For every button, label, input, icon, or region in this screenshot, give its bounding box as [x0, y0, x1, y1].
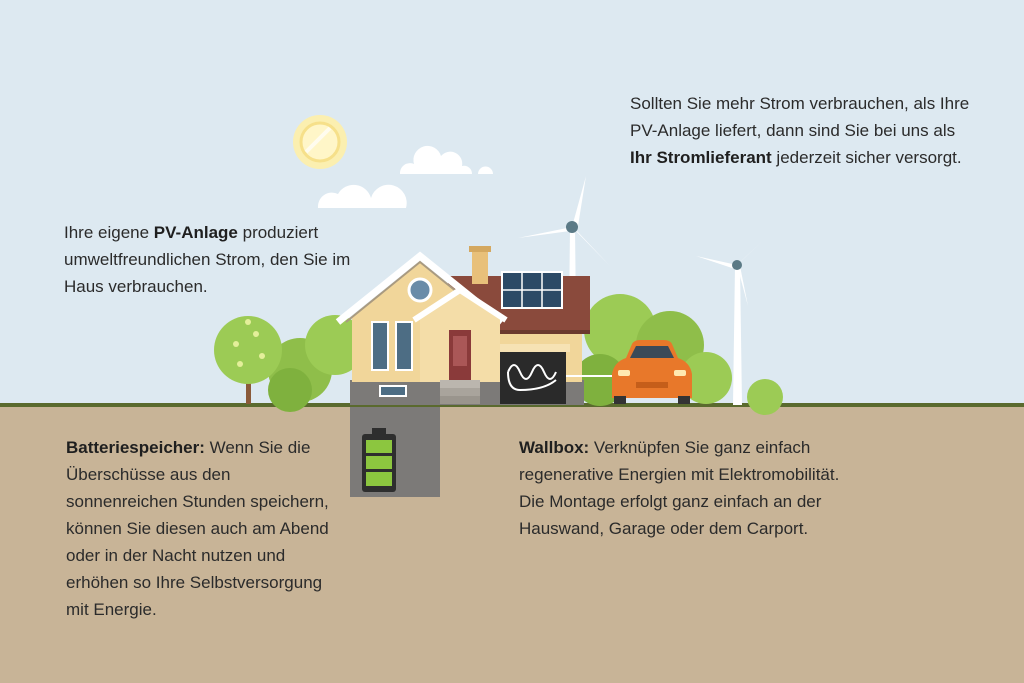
- battery-text-bold: Batteriespeicher:: [66, 438, 205, 457]
- grid-supply-description: Sollten Sie mehr Strom verbrauchen, als …: [630, 90, 970, 171]
- wallbox-text-bold: Wallbox:: [519, 438, 590, 457]
- pv-description: Ihre eigene PV-Anlage produziert umweltf…: [64, 219, 364, 300]
- sun-icon: [293, 115, 347, 169]
- cloud-icon: [399, 145, 493, 174]
- ground: [0, 405, 1024, 683]
- pv-text-bold: PV-Anlage: [153, 223, 238, 242]
- pv-text-pre: Ihre eigene: [64, 223, 154, 242]
- pv-text-post: produziert umweltfreundlichen Strom, den…: [64, 223, 351, 296]
- solar-panel-icon: [501, 271, 563, 309]
- wallbox-description: Wallbox: Verknüpfen Sie ganz einfach reg…: [519, 434, 859, 542]
- tree-icon: [214, 316, 282, 404]
- cloud-icon: [317, 184, 407, 208]
- wallbox-icon: [507, 364, 557, 392]
- car-icon: [612, 340, 692, 404]
- battery-icon: [362, 428, 396, 492]
- battery-storage-pit: [350, 407, 440, 497]
- house-icon: [335, 246, 590, 405]
- battery-description: Batteriespeicher: Wenn Sie die Überschüs…: [66, 434, 336, 623]
- wind-turbine-icon: [696, 236, 768, 405]
- battery-text-post: Wenn Sie die Überschüsse aus den sonnenr…: [66, 438, 329, 619]
- grid-text-pre: Sollten Sie mehr Strom verbrauchen, als …: [630, 94, 970, 140]
- grid-text-bold: Ihr Stromlieferant: [630, 148, 772, 167]
- grid-text-post: jederzeit sicher versorgt.: [771, 148, 962, 167]
- wallbox-text-post: Verknüpfen Sie ganz einfach regenerative…: [519, 438, 840, 538]
